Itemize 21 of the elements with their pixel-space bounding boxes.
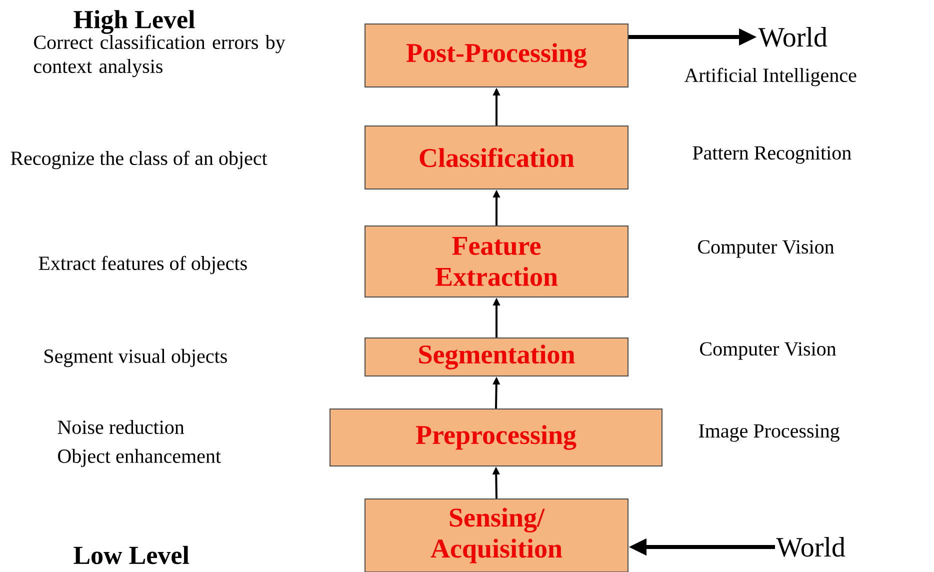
description-text: Recognize the class of an object <box>10 150 268 170</box>
process-box: Post-Processing <box>364 24 628 88</box>
level-heading: Low Level <box>74 546 190 564</box>
description-text: Object enhancement <box>58 448 221 468</box>
description-text: Correct classification errors by context analysis <box>34 34 286 78</box>
process-box: Segmentation <box>364 337 628 376</box>
description-text: Segment visual objects <box>44 348 227 368</box>
world-label: World <box>776 537 846 557</box>
description-text: Pattern Recognition <box>692 146 852 164</box>
process-box: Preprocessing <box>330 408 662 466</box>
level-heading: High Level <box>74 10 195 34</box>
process-box: Sensing/ Acquisition <box>364 498 628 572</box>
description-text: Computer Vision <box>700 342 836 360</box>
description-text: Extract features of objects <box>38 256 247 274</box>
description-text: Noise reduction <box>58 420 184 434</box>
description-text: Computer Vision <box>698 240 834 258</box>
process-box: Classification <box>364 125 628 190</box>
world-label: World <box>758 27 828 47</box>
process-box: Feature Extraction <box>364 226 628 298</box>
description-text: Artificial Intelligence <box>684 68 856 86</box>
description-text: Image Processing <box>698 424 840 442</box>
